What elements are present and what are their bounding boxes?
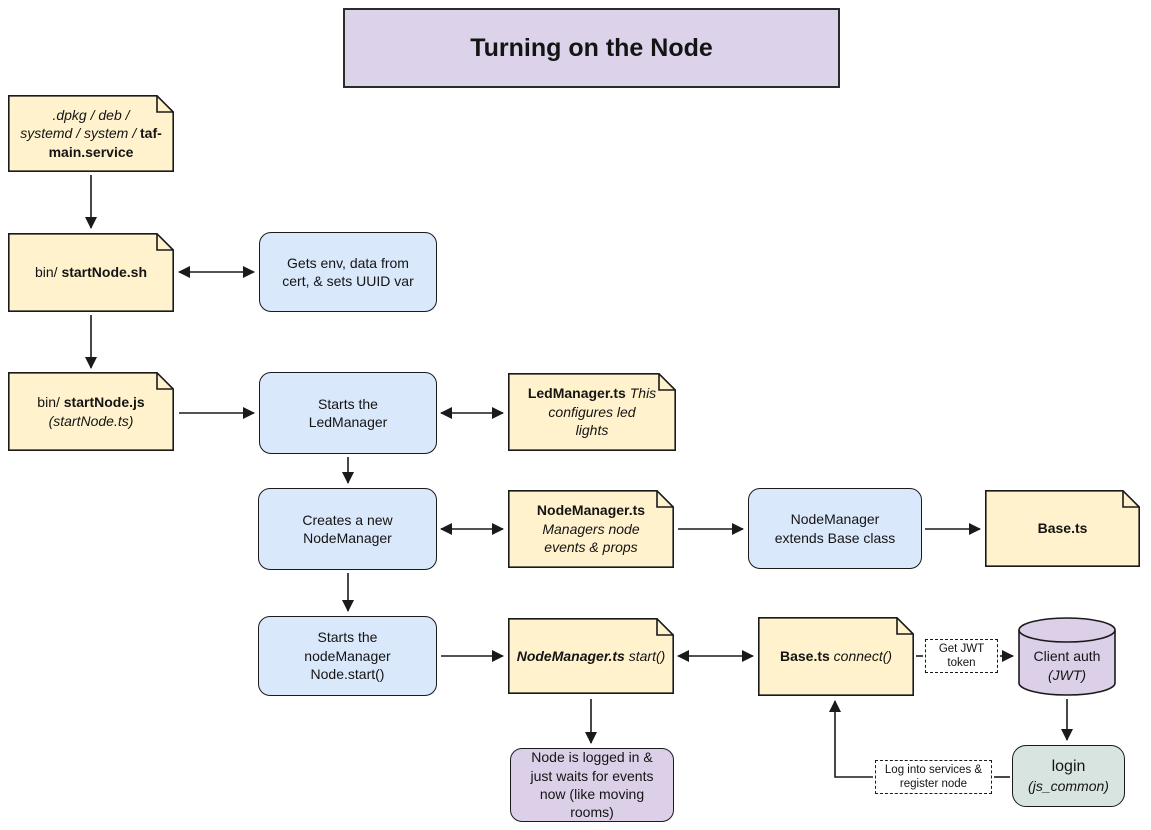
- client-auth-name: Client auth: [1033, 648, 1101, 665]
- node-ledmanager-note: LedManager.ts This configures led lights: [508, 373, 676, 451]
- login-name: login: [1051, 758, 1086, 776]
- log-into-services-text: Log into services & register node: [884, 763, 983, 790]
- node-gets-env: Gets env, data from cert, & sets UUID va…: [259, 232, 437, 312]
- startnode-js-file: startNode.js: [63, 394, 145, 411]
- note-shape: [508, 373, 676, 451]
- database-cylinder-shape: [1018, 617, 1116, 696]
- note-shape: [8, 233, 174, 312]
- nodemanager-desc: Managers node events & props: [542, 520, 640, 556]
- node-starts-ledmanager: Starts the LedManager: [259, 372, 437, 454]
- creates-nodemanager-text: Creates a new NodeManager: [302, 511, 393, 546]
- note-shape: [758, 617, 914, 696]
- client-auth-alt: (JWT): [1047, 666, 1087, 683]
- note-shape: [508, 490, 674, 568]
- base-connect-file: Base.ts: [779, 648, 830, 665]
- nodemanager-extends-text: NodeManager extends Base class: [774, 511, 896, 546]
- label-log-into-services: Log into services & register node: [875, 760, 992, 794]
- node-client-auth-db: Client auth (JWT): [1018, 617, 1116, 696]
- login-alt: (js_common): [1028, 778, 1109, 795]
- node-dpkg-service-note: .dpkg / deb / systemd / system / taf-mai…: [8, 95, 174, 172]
- node-base-note: Base.ts: [985, 490, 1140, 567]
- arrow-log-label-to-connect: [829, 700, 873, 778]
- note-shape: [508, 618, 674, 694]
- startnode-js-dir: bin/: [37, 394, 60, 411]
- note-shape: [985, 490, 1140, 567]
- diagram-title-text: Turning on the Node: [470, 33, 713, 62]
- dpkg-path-text: .dpkg / deb / systemd / system /: [20, 106, 137, 142]
- node-logged-in: Node is logged in & just waits for event…: [510, 748, 674, 822]
- node-startnode-js: bin/ startNode.js (startNode.ts): [8, 372, 174, 451]
- base-connect-fn: connect(): [833, 648, 893, 665]
- startnode-sh-file: startNode.sh: [61, 264, 148, 281]
- diagram-title: Turning on the Node: [343, 8, 840, 88]
- label-get-jwt-token: Get JWT token: [925, 639, 998, 673]
- node-nodemanager-note: NodeManager.ts Managers node events & pr…: [508, 490, 674, 568]
- nodemanager-start-fn: start(): [628, 647, 666, 664]
- node-creates-nodemanager: Creates a new NodeManager: [258, 488, 437, 570]
- node-nodemanager-start-note: NodeManager.ts start(): [508, 618, 674, 694]
- startnode-sh-dir: bin/: [34, 264, 58, 281]
- get-jwt-token-text: Get JWT token: [938, 642, 985, 669]
- node-starts-nodemanager: Starts the nodeManager Node.start(): [258, 616, 437, 696]
- base-file: Base.ts: [1037, 520, 1088, 537]
- nodemanager-start-file: NodeManager.ts: [516, 647, 625, 664]
- note-shape: [8, 95, 174, 172]
- dpkg-file-text: taf-main.service: [48, 125, 162, 160]
- node-login: login (js_common): [1012, 745, 1125, 807]
- node-startnode-sh: bin/ startNode.sh: [8, 233, 174, 312]
- ledmanager-file: LedManager.ts: [527, 385, 626, 402]
- starts-ledmanager-text: Starts the LedManager: [308, 395, 388, 430]
- gets-env-text: Gets env, data from cert, & sets UUID va…: [282, 254, 414, 289]
- nodemanager-file: NodeManager.ts: [536, 502, 646, 519]
- startnode-js-alt: (startNode.ts): [48, 412, 134, 429]
- note-shape: [8, 372, 174, 451]
- node-base-connect-note: Base.ts connect(): [758, 617, 914, 696]
- ledmanager-desc: This configures led lights: [548, 385, 657, 439]
- node-logged-in-text: Node is logged in & just waits for event…: [530, 749, 654, 821]
- node-nodemanager-extends: NodeManager extends Base class: [748, 488, 922, 569]
- starts-nodemanager-text: Starts the nodeManager Node.start(): [304, 629, 391, 683]
